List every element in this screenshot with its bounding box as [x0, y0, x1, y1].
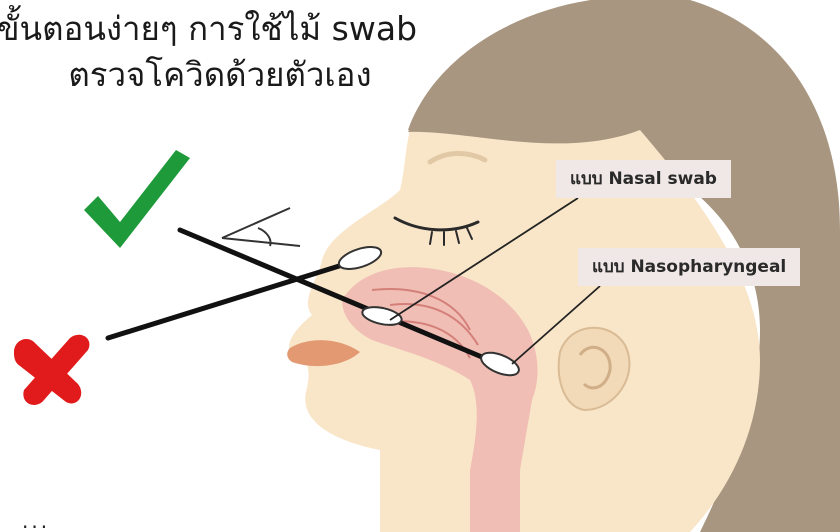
- cross-mark-icon: [14, 335, 89, 405]
- title-line-2: ตรวจโควิดด้วยตัวเอง: [0, 52, 440, 98]
- caption-text: ...: [0, 509, 840, 532]
- angle-indicator: [222, 208, 300, 246]
- nasopharyngeal-swab-label: แบบ Nasopharyngeal: [578, 248, 800, 286]
- nasal-swab-label: แบบ Nasal swab: [556, 160, 731, 198]
- check-mark-icon: [84, 150, 190, 248]
- page-title: ขั้นตอนง่ายๆ การใช้ไม้ swab ตรวจโควิดด้ว…: [0, 6, 440, 98]
- title-line-1: ขั้นตอนง่ายๆ การใช้ไม้ swab: [0, 6, 440, 52]
